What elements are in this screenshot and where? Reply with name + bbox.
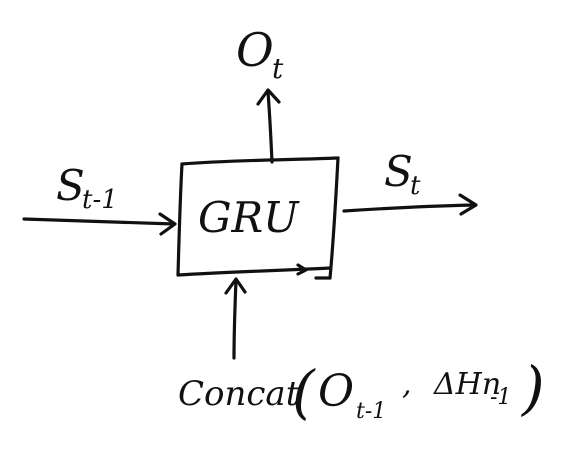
output-top-symbol: O [236,23,274,77]
input-left-symbol: S [56,161,85,210]
gru-block: GRU [176,156,340,280]
output-right-subscript: t [410,171,421,201]
concat-arg1-symbol: O [318,366,354,417]
output-arrow-top [256,88,281,164]
output-top-subscript: t [272,52,284,85]
input-arrow-left [22,212,177,236]
gru-box-top-edge [180,156,340,166]
gru-box-bottom-tick [296,263,332,280]
input-label-left: S t-1 [56,161,118,215]
input-arrow-left-head [158,212,177,236]
concat-function-label: Concat [178,374,300,414]
gru-box-bottom-edge [176,266,332,277]
concat-arg2-subscript: -1 [490,385,511,410]
output-arrow-top-shaft [266,90,274,164]
gru-box-right-edge [328,156,340,280]
concat-arg2-symbol: ΔHn [433,367,501,402]
gru-box-left-edge [176,162,184,277]
gru-label: GRU [198,193,300,242]
input-arrow-bottom-head [224,277,247,295]
output-label-top: O t [236,23,284,85]
input-arrow-left-shaft [22,217,176,226]
input-left-subscript: t-1 [82,185,118,215]
output-arrow-right-head [458,193,478,216]
concat-separator: , [402,367,412,402]
output-right-symbol: S [384,147,413,196]
input-arrow-bottom-shaft [232,278,238,360]
concat-open-paren: ( [292,358,316,426]
input-arrow-bottom [224,277,247,360]
output-label-right: S t [384,147,421,201]
input-label-bottom: Concat ( O t-1 , ΔHn -1 ) [178,354,545,426]
output-arrow-top-head [256,88,281,106]
concat-arg1-subscript: t-1 [356,399,386,424]
output-arrow-right-shaft [342,203,476,213]
concat-close-paren: ) [520,354,545,422]
output-arrow-right [342,193,478,216]
